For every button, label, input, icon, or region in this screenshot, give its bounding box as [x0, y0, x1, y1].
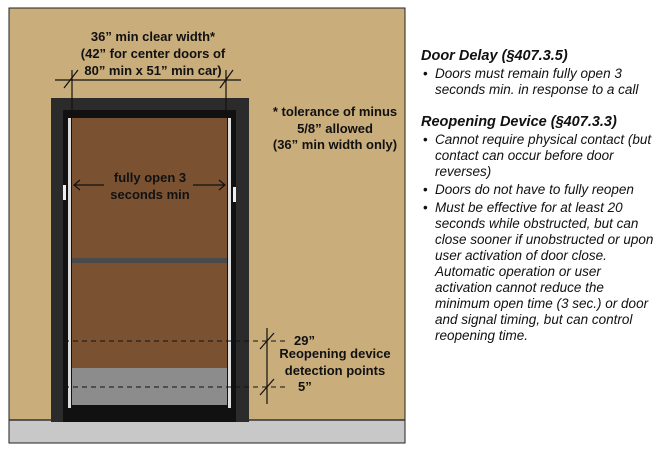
door-delay-heading: Door Delay (§407.3.5) — [421, 48, 568, 64]
tolerance-label-3: (36” min width only) — [273, 137, 397, 152]
reopening-extra-text: Automatic operation or user activation c… — [435, 264, 649, 343]
list-item: Doors do not have to fully reopen — [423, 182, 657, 198]
detection-label-1: Reopening device — [279, 346, 390, 361]
open-label-1: fully open 3 — [114, 170, 186, 185]
reopening-device-list: Cannot require physical contact (but con… — [421, 132, 657, 264]
detection-label-2: detection points — [285, 363, 385, 378]
height-5-label: 5” — [298, 379, 312, 394]
list-item: Must be effective for at least 20 second… — [423, 200, 657, 264]
width-label-3: 80” min x 51” min car) — [84, 63, 221, 78]
door-delay-list: Doors must remain fully open 3 seconds m… — [421, 66, 657, 98]
height-29-label: 29” — [294, 333, 315, 348]
tolerance-label-1: * tolerance of minus — [273, 104, 397, 119]
handrail — [72, 258, 227, 263]
car-interior — [72, 118, 227, 368]
floor — [9, 420, 405, 443]
reopening-device-heading: Reopening Device (§407.3.3) — [421, 114, 617, 130]
list-item: Doors must remain fully open 3 seconds m… — [423, 66, 657, 98]
requirements-notes: Door Delay (§407.3.5) Doors must remain … — [421, 48, 657, 344]
list-item: Cannot require physical contact (but con… — [423, 132, 657, 180]
open-label-2: seconds min — [110, 187, 190, 202]
width-label-1: 36” min clear width* — [91, 29, 216, 44]
width-label-2: (42” for center doors of — [81, 46, 226, 61]
tolerance-label-2: 5/8” allowed — [297, 121, 373, 136]
